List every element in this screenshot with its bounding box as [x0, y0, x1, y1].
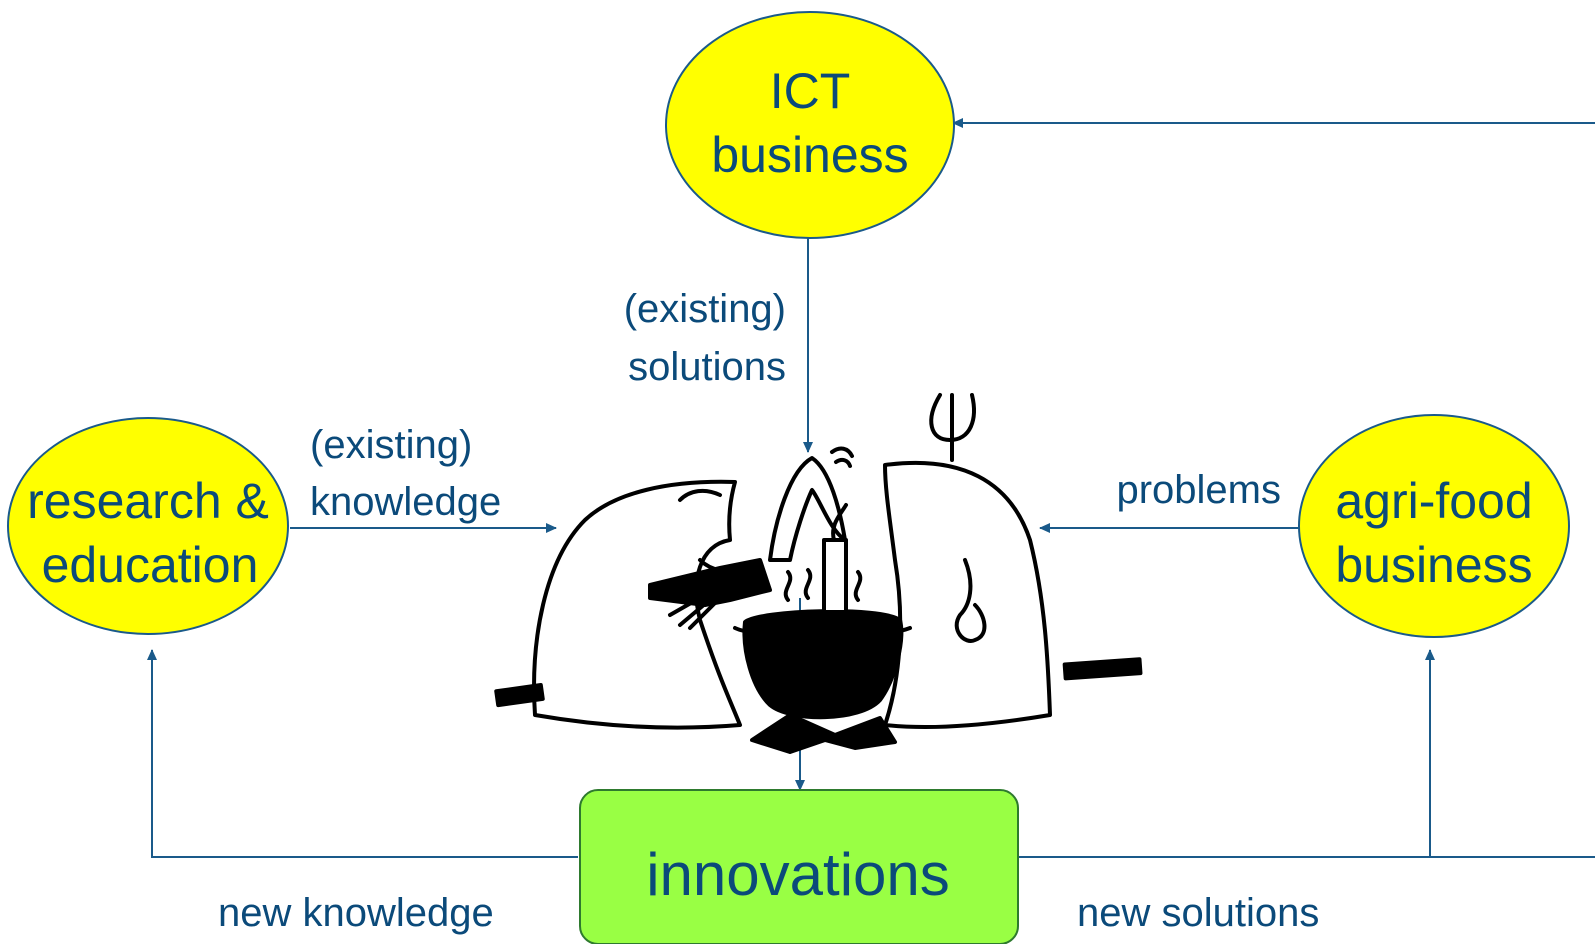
research-education-label-line1: research &	[27, 473, 269, 529]
agri-food-business-label-line1: agri-food	[1335, 473, 1532, 529]
cauldron-robot	[822, 538, 848, 614]
ict-business-label-line2: business	[711, 127, 908, 183]
left-wizard-hat	[678, 488, 747, 574]
wizards-cauldron-illustration	[494, 393, 1143, 754]
agri-food-business-label-line2: business	[1335, 537, 1532, 593]
cauldron-steam	[783, 568, 863, 602]
left-wizard-sweep	[668, 593, 720, 630]
center-hood	[768, 456, 847, 562]
left-wizard-cloak	[532, 479, 742, 730]
left-wizard-arm	[648, 558, 772, 607]
edge-label-existing-solutions-line2: solutions	[628, 345, 786, 389]
right-wizard-bar	[1062, 657, 1143, 681]
cauldron	[742, 609, 904, 720]
research-education-ellipse	[7, 417, 289, 635]
innovations-label: innovations	[646, 841, 950, 908]
edge-label-new-solutions: new solutions	[1077, 891, 1319, 935]
ict-business-node: ICT business	[665, 11, 955, 239]
agri-food-business-node: agri-food business	[1298, 414, 1570, 638]
innovations-box	[579, 789, 1019, 944]
research-education-label-line2: education	[42, 537, 259, 593]
edge-label-existing-knowledge-line1: (existing)	[310, 423, 472, 467]
connectors	[147, 118, 1595, 858]
left-wizard-bar	[494, 683, 545, 708]
edge-label-existing-knowledge-line2: knowledge	[310, 480, 501, 524]
ict-business-label-line1: ICT	[770, 63, 851, 119]
edge-label-existing-solutions-line1: (existing)	[624, 287, 786, 331]
cauldron-rim	[733, 626, 912, 639]
right-wizard-hand	[954, 558, 987, 643]
center-sparks	[830, 446, 854, 468]
right-wizard-trident	[929, 393, 976, 462]
right-wizard-cloak	[883, 460, 1052, 729]
agri-food-business-ellipse	[1298, 414, 1570, 638]
edge-label-problems: problems	[1116, 468, 1281, 512]
robot-antenna	[831, 503, 848, 542]
connector-innov-to-research	[147, 649, 578, 858]
research-education-node: research & education	[7, 417, 289, 635]
edge-label-new-knowledge: new knowledge	[218, 891, 494, 935]
innovations-node: innovations	[579, 789, 1019, 944]
ict-business-ellipse	[665, 11, 955, 239]
cauldron-fire	[750, 713, 897, 754]
